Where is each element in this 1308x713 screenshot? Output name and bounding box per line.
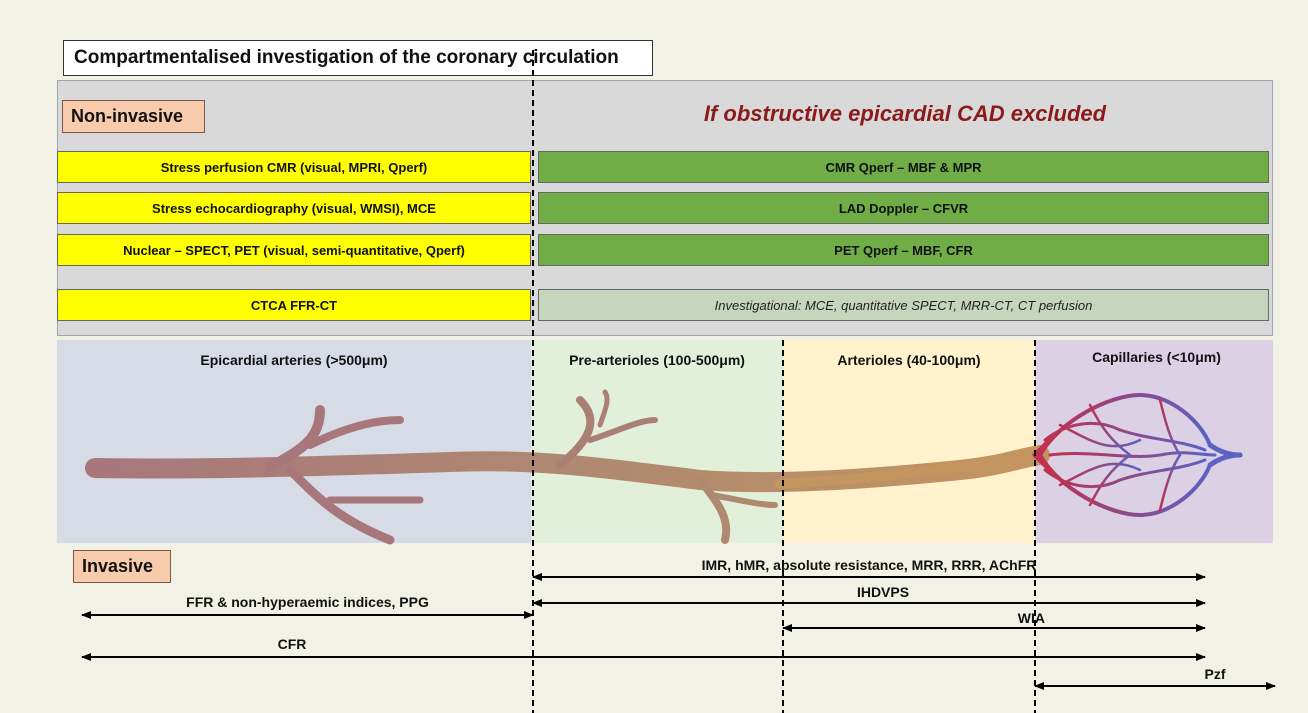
- capillary-network: [1032, 392, 1243, 518]
- zone-label-epicardial: Epicardial arteries (>500μm): [200, 352, 388, 368]
- test-pet-qperf: PET Qperf – MBF, CFR: [538, 234, 1269, 266]
- test-stress-cmr: Stress perfusion CMR (visual, MPRI, Qper…: [57, 151, 531, 183]
- vessel-branch-upper-2: [306, 416, 404, 449]
- label-ihdvps: IHDVPS: [856, 584, 910, 600]
- invasive-badge: Invasive: [73, 550, 171, 583]
- vessel-branch-pre-upper-2: [587, 417, 658, 443]
- zone-label-pre-arterioles: Pre-arterioles (100-500μm): [569, 352, 745, 368]
- zone-arterioles: [783, 340, 1035, 543]
- test-ctca: CTCA FFR-CT: [57, 289, 531, 321]
- test-stress-echo: Stress echocardiography (visual, WMSI), …: [57, 192, 531, 224]
- label-wia: WIA: [1017, 610, 1045, 626]
- zone-capillaries: [1035, 340, 1273, 543]
- label-ffr: FFR & non-hyperaemic indices, PPG: [186, 594, 429, 610]
- vessel-branch-lower: [285, 465, 395, 545]
- cad-excluded-heading: If obstructive epicardial CAD excluded: [703, 101, 1107, 126]
- non-invasive-badge: Non-invasive: [62, 100, 205, 133]
- zone-label-arterioles: Arterioles (40-100μm): [837, 352, 981, 368]
- label-pzf: Pzf: [1204, 666, 1226, 682]
- vessel-branch-pre-upper-3: [597, 389, 610, 428]
- test-investigational: Investigational: MCE, quantitative SPECT…: [538, 289, 1269, 321]
- label-cfr: CFR: [277, 636, 307, 652]
- test-cmr-qperf: CMR Qperf – MBF & MPR: [538, 151, 1269, 183]
- vessel-branch-pre-upper: [556, 396, 595, 469]
- test-nuclear: Nuclear – SPECT, PET (visual, semi-quant…: [57, 234, 531, 266]
- test-lad-doppler: LAD Doppler – CFVR: [538, 192, 1269, 224]
- zone-label-capillaries: Capillaries (<10μm): [1092, 349, 1221, 365]
- diagram-title: Compartmentalised investigation of the c…: [63, 40, 653, 76]
- vessel-branch-upper: [265, 405, 325, 472]
- zone-pre-arterioles: [531, 340, 783, 543]
- label-imr: IMR, hMR, absolute resistance, MRR, RRR,…: [701, 557, 1037, 573]
- vessel-trunk-taper: [775, 450, 1045, 489]
- vessel-branch-pre-lower-2: [709, 492, 778, 508]
- vessel-branch-pre-lower: [696, 476, 731, 544]
- zone-epicardial: [57, 340, 531, 543]
